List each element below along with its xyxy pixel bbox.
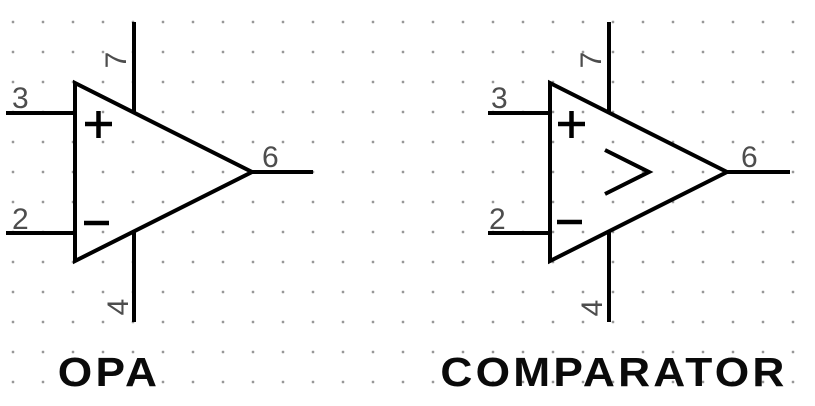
comparator-pin4-label: 4	[576, 299, 609, 317]
comparator-pin6-label: 6	[741, 141, 758, 174]
opamp-triangle	[73, 79, 257, 265]
opamp-title: OPA	[57, 349, 161, 395]
comparator-pin3-label: 3	[491, 82, 508, 115]
plus-icon	[85, 111, 112, 138]
comparator-symbol	[488, 22, 790, 322]
opamp-symbol	[6, 22, 313, 322]
comparator-triangle	[548, 79, 732, 265]
opamp-pin2-label: 2	[12, 203, 29, 236]
comparator-pin7-label: 7	[575, 51, 608, 69]
opamp-pin7-label: 7	[100, 51, 133, 69]
comparator-title: COMPARATOR	[440, 349, 788, 395]
plus-icon	[558, 111, 585, 138]
opamp-pin6-label: 6	[262, 141, 279, 174]
opamp-pin4-label: 4	[102, 298, 135, 316]
comparator-pin2-label: 2	[489, 203, 506, 236]
opamp-pin3-label: 3	[12, 82, 29, 115]
greater-than-icon	[604, 148, 654, 196]
